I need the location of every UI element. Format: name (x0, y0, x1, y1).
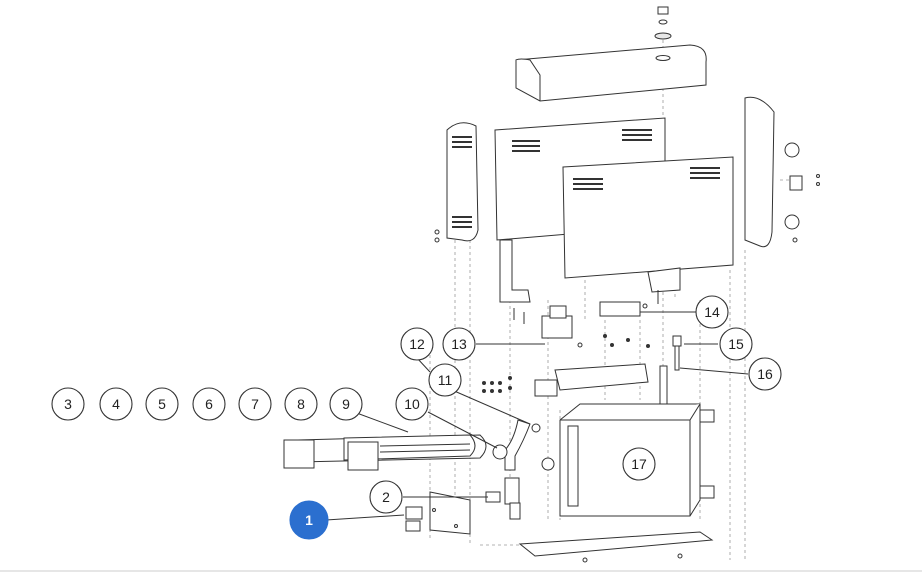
terminal-bracket-part (482, 334, 650, 397)
heating-element-part (283, 434, 487, 471)
callout-8[interactable]: 8 (284, 387, 318, 421)
callout-10[interactable]: 10 (395, 387, 429, 421)
svg-text:12: 12 (409, 336, 425, 352)
callout-1[interactable]: 1 (289, 500, 329, 540)
drain-valve-part (485, 477, 521, 520)
svg-text:13: 13 (451, 336, 467, 352)
front-panel-part (562, 156, 734, 293)
callout-16[interactable]: 16 (748, 357, 782, 391)
callout-14[interactable]: 14 (695, 295, 729, 329)
callout-5[interactable]: 5 (145, 387, 179, 421)
callout-2[interactable]: 2 (369, 480, 403, 514)
callout-17[interactable]: 17 (622, 447, 656, 481)
svg-text:4: 4 (112, 396, 120, 412)
top-nut-icon (654, 6, 672, 40)
svg-text:1: 1 (305, 512, 313, 528)
svg-text:3: 3 (64, 396, 72, 412)
top-cover-part (515, 44, 707, 102)
callout-12[interactable]: 12 (400, 327, 434, 361)
callout-6[interactable]: 6 (192, 387, 226, 421)
svg-text:8: 8 (297, 396, 305, 412)
solenoid-valve-part (405, 491, 471, 535)
callout-15[interactable]: 15 (719, 327, 753, 361)
callout-13[interactable]: 13 (442, 327, 476, 361)
svg-text:15: 15 (728, 336, 744, 352)
svg-text:14: 14 (704, 304, 720, 320)
svg-text:5: 5 (158, 396, 166, 412)
drain-pipe-part (492, 419, 555, 471)
callout-11[interactable]: 11 (428, 363, 462, 397)
svg-text:6: 6 (205, 396, 213, 412)
svg-text:2: 2 (382, 489, 390, 505)
callout-4[interactable]: 4 (99, 387, 133, 421)
svg-text:17: 17 (631, 456, 647, 472)
relay-block-part (513, 290, 659, 348)
base-plate-part (518, 531, 714, 563)
callout-3[interactable]: 3 (51, 387, 85, 421)
callout-leader-lines (325, 311, 749, 521)
svg-text:10: 10 (404, 396, 420, 412)
callout-9[interactable]: 9 (329, 387, 363, 421)
svg-text:16: 16 (757, 366, 773, 382)
svg-text:11: 11 (438, 372, 453, 388)
bottom-divider (0, 570, 922, 572)
svg-text:7: 7 (251, 396, 259, 412)
left-side-cover-part (434, 122, 479, 243)
svg-text:9: 9 (342, 396, 350, 412)
right-side-cover-part (744, 96, 820, 248)
callout-7[interactable]: 7 (238, 387, 272, 421)
